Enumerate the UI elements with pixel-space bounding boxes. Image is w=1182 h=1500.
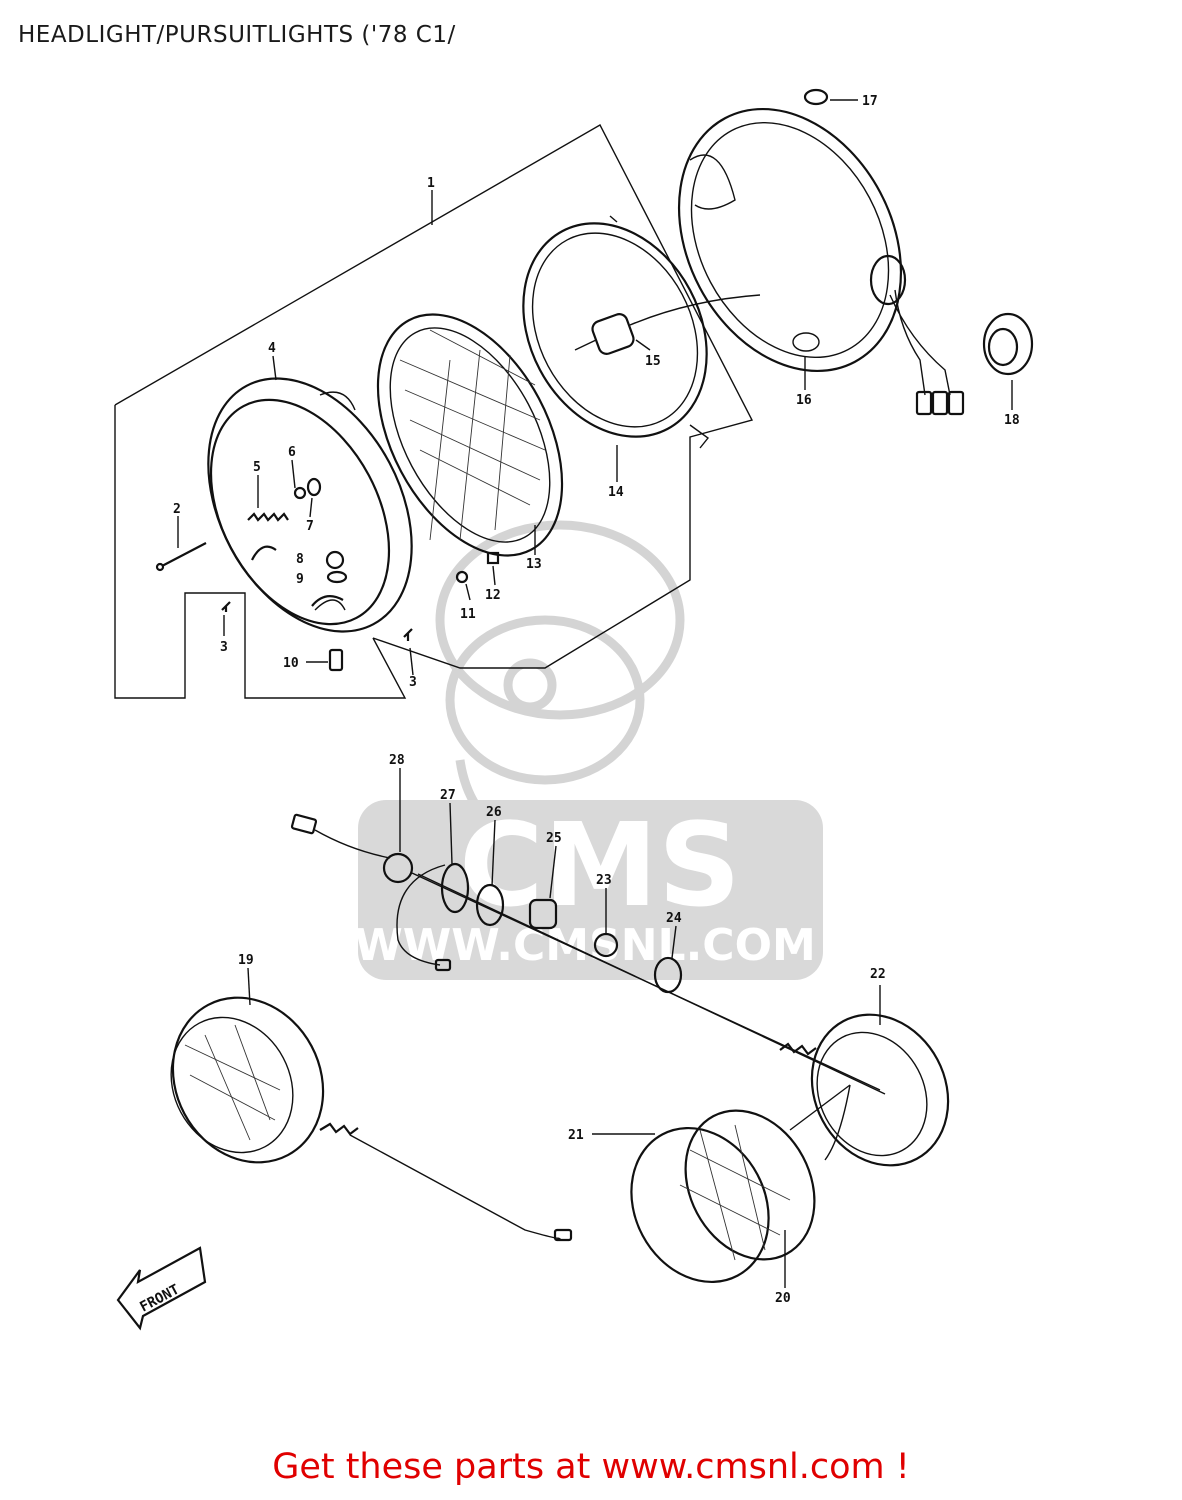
callout-26: 26 (486, 805, 502, 820)
callout-23: 23 (596, 873, 612, 888)
callout-21: 21 (568, 1128, 584, 1143)
callout-6: 6 (288, 445, 296, 460)
watermark-url: WWW.CMSNL.COM (354, 920, 816, 971)
callout-3b: 3 (409, 675, 417, 690)
callout-13: 13 (526, 557, 542, 572)
callout-1: 1 (427, 176, 435, 191)
assembly-outline (114, 124, 754, 699)
cta-link[interactable]: Get these parts at www.cmsnl.com ! (272, 1447, 910, 1487)
callout-17: 17 (862, 94, 878, 109)
part-15-socket (574, 313, 635, 355)
callout-5: 5 (253, 460, 261, 475)
callouts: 1 2 3 3 4 5 6 7 8 9 10 11 12 13 14 15 16… (173, 94, 1020, 1306)
part-14-rim (522, 222, 710, 449)
callout-4: 4 (268, 341, 276, 356)
callout-10: 10 (283, 656, 299, 671)
callout-2: 2 (173, 502, 181, 517)
callout-27: 27 (440, 788, 456, 803)
cms-watermark: CMS WWW.CMSNL.COM (354, 520, 823, 980)
callout-15: 15 (645, 354, 661, 369)
headlight-housing (677, 107, 907, 373)
leader-lines (177, 99, 1013, 1288)
callout-12: 12 (485, 588, 501, 603)
part-13-lens (376, 313, 564, 557)
page-title: HEADLIGHT/PURSUITLIGHTS ('78 C1/ (18, 22, 456, 48)
callout-14: 14 (608, 485, 624, 500)
callout-19: 19 (238, 953, 254, 968)
part-18-grommet (982, 312, 1034, 376)
hardware (155, 477, 500, 672)
callout-11: 11 (460, 607, 476, 622)
callout-22: 22 (870, 967, 886, 982)
wiring-harness (629, 289, 965, 416)
callout-7: 7 (306, 519, 314, 534)
part-19-light (170, 996, 573, 1242)
callout-18: 18 (1004, 413, 1020, 428)
part-4-rim (207, 377, 413, 633)
front-arrow: FRONT (116, 1246, 207, 1331)
callout-3a: 3 (220, 640, 228, 655)
callout-16: 16 (796, 393, 812, 408)
callout-28: 28 (389, 753, 405, 768)
callout-9: 9 (296, 572, 304, 587)
part-20-22-light (630, 1013, 950, 1284)
parts-diagram: CMS WWW.CMSNL.COM (114, 88, 1034, 1331)
callout-20: 20 (775, 1291, 791, 1306)
watermark-brand: CMS (459, 799, 741, 933)
callout-24: 24 (666, 911, 682, 926)
pursuit-cable (290, 813, 886, 1095)
part-17-cap (803, 88, 829, 106)
callout-25: 25 (546, 831, 562, 846)
front-label: FRONT (137, 1282, 182, 1316)
callout-8: 8 (296, 552, 304, 567)
